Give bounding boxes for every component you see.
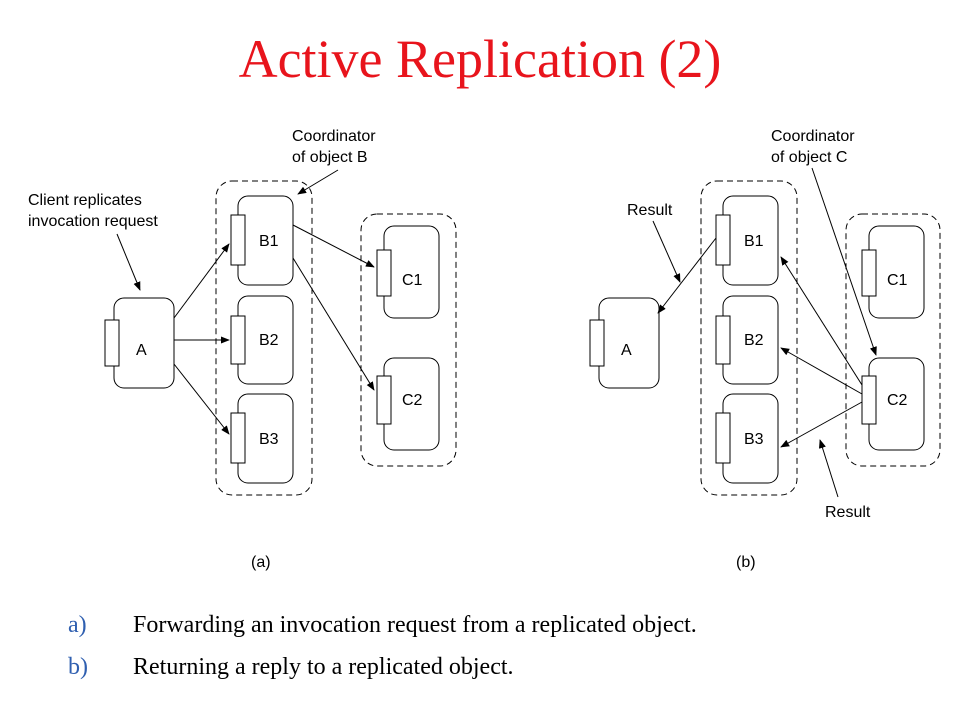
- arrow-result-top-annotation: [652, 220, 681, 283]
- object-b1-label: B1: [744, 233, 764, 250]
- bullet-marker: a): [68, 611, 87, 638]
- bullet-list: a) Forwarding an invocation request from…: [68, 604, 948, 688]
- arrow-result-bottom-annotation: [819, 439, 839, 498]
- annotation-result-bottom: Result: [825, 504, 871, 521]
- object-b1-label: B1: [259, 233, 279, 250]
- object-b3-label: B3: [744, 431, 764, 448]
- bullet-text: Forwarding an invocation request from a …: [133, 611, 697, 638]
- object-b3-label: B3: [259, 431, 279, 448]
- slide-title: Active Replication (2): [238, 29, 722, 89]
- object-c2: C2: [861, 357, 925, 451]
- replication-diagram: A B1 B2 B3 C1 C2: [28, 128, 941, 571]
- object-a: A: [104, 297, 175, 389]
- annotation-result-top: Result: [627, 202, 673, 219]
- bullet-text: Returning a reply to a replicated object…: [133, 653, 514, 680]
- caption-b: (b): [736, 554, 756, 571]
- arrow-c2-to-b2: [780, 347, 863, 395]
- group-b-outline: [215, 180, 313, 496]
- object-b3: B3: [230, 393, 294, 484]
- object-b2: B2: [715, 295, 779, 385]
- arrow-b1-to-c1: [292, 224, 375, 268]
- group-c-outline: [360, 213, 457, 467]
- bullet-item: b) Returning a reply to a replicated obj…: [68, 646, 948, 688]
- figure-b: A B1 B2 B3 C1 C2: [589, 128, 941, 571]
- caption-a: (a): [251, 554, 271, 571]
- arrow-coordinator-c: [811, 167, 877, 356]
- object-c2: C2: [376, 357, 440, 451]
- bullet-marker: b): [68, 653, 88, 680]
- object-c1: C1: [376, 225, 440, 319]
- object-c1-label: C1: [887, 272, 908, 289]
- object-a-label: A: [136, 342, 147, 359]
- annotation-client-line2: invocation request: [28, 213, 158, 230]
- object-b2-label: B2: [259, 332, 279, 349]
- object-c2-label: C2: [887, 392, 908, 409]
- annotation-client-line1: Client replicates: [28, 192, 142, 209]
- object-a-label: A: [621, 342, 632, 359]
- arrow-c2-to-b1: [780, 256, 863, 386]
- arrow-c2-to-b3: [780, 401, 863, 448]
- object-b1: B1: [715, 195, 779, 286]
- arrow-a-to-b1: [173, 243, 230, 319]
- annotation-coordinator-c-line1: Coordinator: [771, 128, 855, 145]
- bullet-item: a) Forwarding an invocation request from…: [68, 604, 948, 646]
- group-c-outline: [845, 213, 941, 467]
- arrow-a-to-b3: [173, 363, 230, 435]
- object-c1-label: C1: [402, 272, 423, 289]
- object-b3: B3: [715, 393, 779, 484]
- object-c1: C1: [861, 225, 925, 319]
- annotation-coordinator-c-line2: of object C: [771, 149, 847, 166]
- figure-a: A B1 B2 B3 C1 C2: [28, 128, 457, 571]
- annotation-coordinator-b-line2: of object B: [292, 149, 368, 166]
- object-a: A: [589, 297, 660, 389]
- arrow-b1-to-a: [657, 237, 717, 314]
- object-b2-label: B2: [744, 332, 764, 349]
- object-b2: B2: [230, 295, 294, 385]
- group-b-outline: [700, 180, 798, 496]
- object-c2-label: C2: [402, 392, 423, 409]
- arrow-client-annotation: [116, 233, 141, 291]
- arrow-b1-to-c2: [292, 257, 375, 391]
- annotation-coordinator-b-line1: Coordinator: [292, 128, 376, 145]
- object-b1: B1: [230, 195, 294, 286]
- arrow-coordinator-b: [297, 169, 339, 195]
